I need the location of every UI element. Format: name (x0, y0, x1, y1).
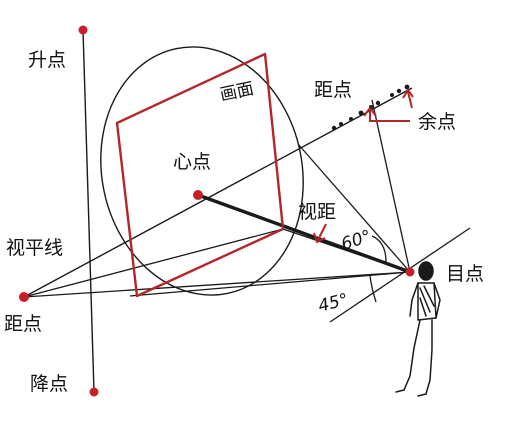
left-distance-ray-lower (23, 271, 411, 298)
horizon-line (23, 87, 413, 298)
label-rising-point: 升点 (28, 49, 66, 71)
center-point-dot (193, 190, 203, 200)
eye-to-lower-ellipse (129, 271, 411, 297)
vertical-axis-line (82, 29, 95, 393)
standing-person-icon (395, 261, 441, 397)
label-picture-plane: 画面 (218, 79, 255, 106)
ground-line (329, 227, 471, 323)
label-distance-point-left: 距点 (4, 313, 42, 335)
label-viewing-distance: 视距 (298, 201, 336, 223)
eye-point-dot (405, 267, 415, 277)
label-angle-60: 60° (339, 226, 374, 254)
horizon-dots (331, 84, 410, 131)
eye-to-picture-top (297, 143, 411, 273)
left-distance-point-dot (19, 292, 29, 302)
label-falling-point: 降点 (30, 373, 68, 395)
picture-plane-frame (115, 52, 285, 298)
label-eye-point: 目点 (446, 263, 484, 285)
red-points (19, 25, 415, 397)
left-distance-ray-upper (23, 228, 284, 298)
eye-to-top-distance (371, 99, 411, 273)
arrow-icon (313, 88, 414, 244)
label-center-point: 心点 (173, 151, 211, 173)
rising-point-dot (78, 25, 88, 35)
label-horizon-line: 视平线 (6, 237, 63, 259)
label-remaining-point: 余点 (418, 111, 456, 133)
angle-arc-60 (371, 235, 387, 263)
label-angle-45: 45° (316, 290, 350, 317)
falling-point-dot (89, 387, 99, 397)
viewing-distance-line (197, 193, 411, 274)
angle-arc-45 (369, 275, 377, 303)
vision-circle (100, 46, 304, 296)
label-distance-point-top: 距点 (314, 79, 352, 101)
